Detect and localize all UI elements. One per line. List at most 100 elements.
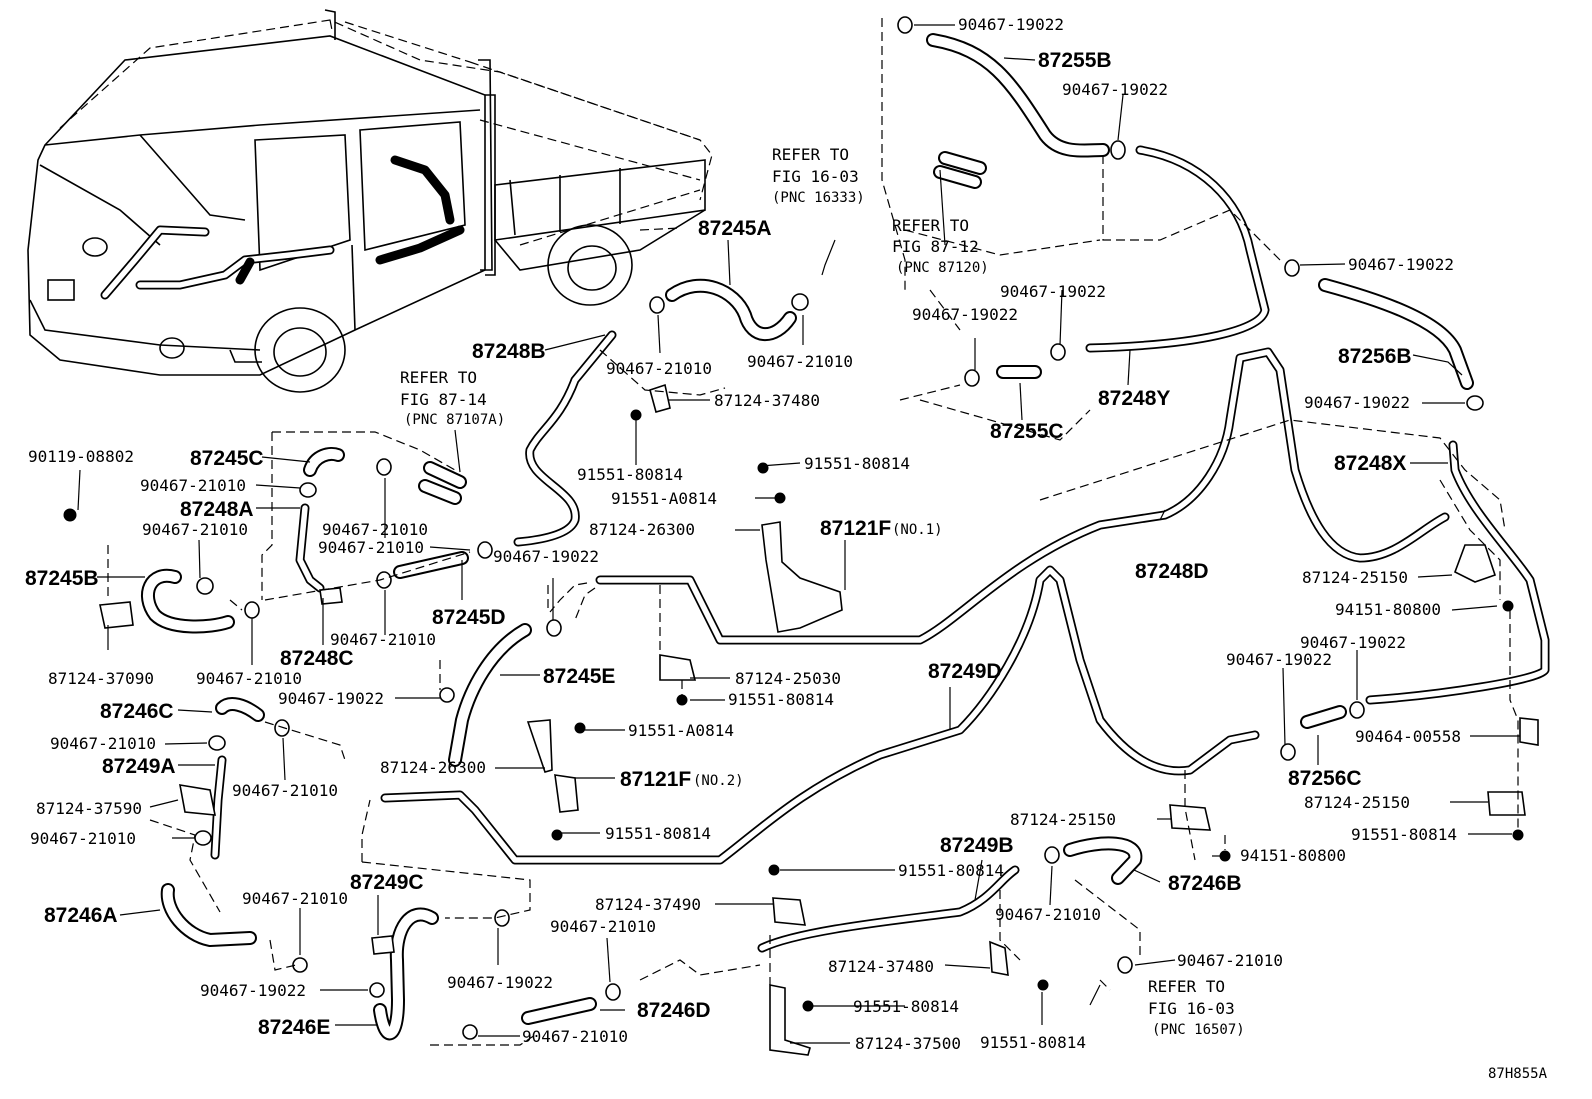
label-p68: 87246C (100, 700, 174, 723)
label-p38: 91551-80814 (577, 465, 683, 484)
refer-2-line-3: (PNC 87120) (896, 260, 989, 276)
label-p8: 87124-25150 (1302, 568, 1408, 587)
label-p74: 87246A (44, 904, 118, 927)
label-p1: 90467-19022 (958, 15, 1064, 34)
label-p34: 87245A (698, 217, 772, 240)
truck-illustration (27, 9, 713, 393)
label-p72: 87124-37590 (36, 799, 142, 818)
label-p25: 91551-80814 (853, 997, 959, 1016)
label-p80: 90467-21010 (550, 917, 656, 936)
label-p64: 90119-08802 (28, 447, 134, 466)
label-p30: 90467-19022 (1000, 282, 1106, 301)
label-p46: 91551-80814 (728, 690, 834, 709)
diagram-code: 87H855A (1488, 1066, 1548, 1082)
refer-notes: REFER TO FIG 16-03 (PNC 16333) REFER TO … (400, 145, 1245, 1038)
label-p45: 87124-25030 (735, 669, 841, 688)
hoses (140, 33, 1550, 1041)
label-p40: 91551-80814 (804, 454, 910, 473)
label-p33: 87255C (990, 420, 1064, 443)
fittings (63, 16, 1539, 1056)
refer-1-line-2: FIG 16-03 (772, 167, 859, 186)
refer-3-line-2: FIG 87-14 (400, 390, 487, 409)
label-p17: 87124-25150 (1010, 810, 1116, 829)
label-p53: 90467-19022 (493, 547, 599, 566)
label-p18: 87248D (1135, 560, 1209, 583)
label-p75: 90467-21010 (242, 889, 348, 908)
label-p62: 87248A (180, 498, 254, 521)
label-p55: 87245D (432, 606, 506, 629)
label-p58: 90467-21010 (330, 630, 436, 649)
label-p54: 90467-19022 (278, 689, 384, 708)
label-p48: 87124-26300 (380, 758, 486, 777)
label-p5: 87256B (1338, 345, 1412, 368)
label-p6: 90467-19022 (1304, 393, 1410, 412)
label-p82: 90467-21010 (522, 1027, 628, 1046)
label-p31: 90467-19022 (912, 305, 1018, 324)
label-p66: 87124-37090 (48, 669, 154, 688)
label-p11: 90467-19022 (1226, 650, 1332, 669)
label-p3: 90467-19022 (1062, 80, 1168, 99)
label-p39: 87248B (472, 340, 546, 363)
label-p67: 90467-21010 (196, 669, 302, 688)
label-p42: 87124-26300 (589, 520, 695, 539)
label-p32: 87248Y (1098, 387, 1170, 410)
label-p10: 90467-19022 (1300, 633, 1406, 652)
label-p77: 90467-19022 (200, 981, 306, 1000)
label-p71: 90467-21010 (232, 781, 338, 800)
label-p50: (NO.2) (693, 773, 744, 789)
part-labels: 90467-19022 87255B 90467-19022 90467-190… (25, 15, 1461, 1053)
label-p76: 87249C (350, 871, 424, 894)
label-p9: 94151-80800 (1335, 600, 1441, 619)
leader-lines (77, 24, 1520, 1044)
label-p60: 87245C (190, 447, 264, 470)
label-p63: 90467-21010 (142, 520, 248, 539)
refer-1-line-3: (PNC 16333) (772, 190, 865, 206)
label-p35: 90467-21010 (606, 359, 712, 378)
label-p59: 87248C (280, 647, 354, 670)
label-p69: 90467-21010 (50, 734, 156, 753)
refer-1-line-1: REFER TO (772, 145, 849, 164)
refer-4-line-3: (PNC 16507) (1152, 1022, 1245, 1038)
label-p13: 87256C (1288, 767, 1362, 790)
label-p24: 87124-37480 (828, 957, 934, 976)
label-p22: 90467-21010 (995, 905, 1101, 924)
label-p16: 94151-80800 (1240, 846, 1346, 865)
label-p12: 90464-00558 (1355, 727, 1461, 746)
refer-2-line-2: FIG 87-12 (892, 237, 979, 256)
label-p47: 91551-A0814 (628, 721, 734, 740)
label-p7: 87248X (1334, 452, 1406, 475)
label-p43: 87121F (820, 517, 891, 540)
refer-2-line-1: REFER TO (892, 216, 969, 235)
label-p23: 90467-21010 (1177, 951, 1283, 970)
label-p20: 87249B (940, 834, 1014, 857)
label-p49: 87121F (620, 768, 691, 791)
label-p4: 90467-19022 (1348, 255, 1454, 274)
label-p56: 90467-21010 (322, 520, 428, 539)
label-p36: 90467-21010 (747, 352, 853, 371)
dashed-lines (107, 18, 1519, 1046)
label-p44: (NO.1) (892, 522, 943, 538)
label-p2: 87255B (1038, 49, 1112, 72)
refer-3-line-3: (PNC 87107A) (404, 412, 505, 428)
label-p28: 87124-37490 (595, 895, 701, 914)
label-p37: 87124-37480 (714, 391, 820, 410)
refer-3-line-1: REFER TO (400, 368, 477, 387)
label-p27: 87124-37500 (855, 1034, 961, 1053)
label-p61: 90467-21010 (140, 476, 246, 495)
label-p52: 87245E (543, 665, 615, 688)
label-p21: 87246B (1168, 872, 1242, 895)
label-p73: 90467-21010 (30, 829, 136, 848)
label-p14: 87124-25150 (1304, 793, 1410, 812)
label-p65: 87245B (25, 567, 99, 590)
refer-4-line-1: REFER TO (1148, 977, 1225, 996)
label-p15: 91551-80814 (1351, 825, 1457, 844)
label-p26: 91551-80814 (980, 1033, 1086, 1052)
label-p29: 91551-80814 (898, 861, 1004, 880)
label-p78: 87246E (258, 1016, 330, 1039)
label-p41: 91551-A0814 (611, 489, 717, 508)
label-p81: 87246D (637, 999, 711, 1022)
label-p57: 90467-21010 (318, 538, 424, 557)
label-p70: 87249A (102, 755, 176, 778)
label-p79: 90467-19022 (447, 973, 553, 992)
